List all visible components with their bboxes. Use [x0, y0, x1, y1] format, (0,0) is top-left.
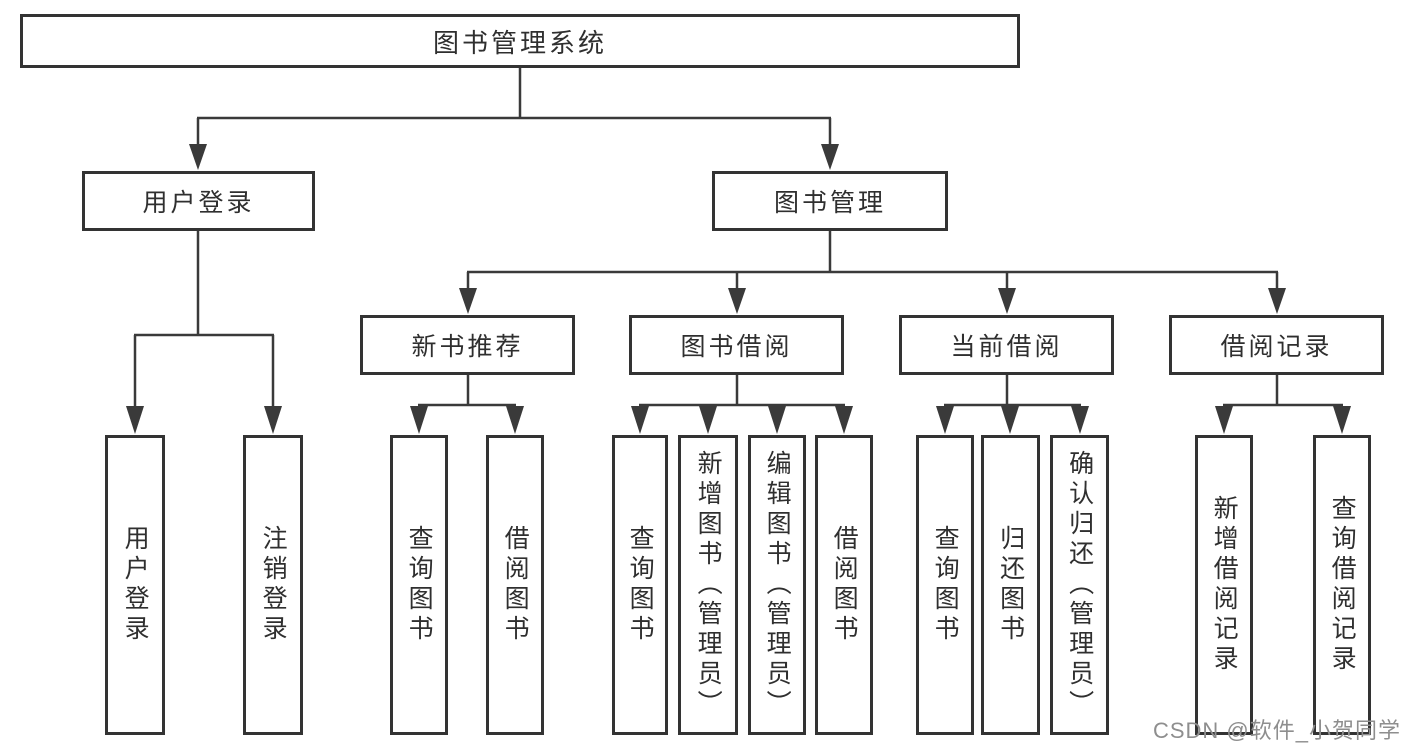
leaf-confirm-return-admin: 确认归还（管理员） — [1050, 435, 1109, 735]
leaf-add-borrow-record-label: 新增借阅记录 — [1210, 495, 1239, 675]
connector-line — [196, 68, 832, 145]
arrow-head — [126, 406, 144, 434]
csdn-watermark: CSDN @软件_小贺同学 — [1152, 718, 1401, 743]
arrow-head — [1333, 406, 1351, 434]
arrow-head — [835, 406, 853, 434]
leaf-query-borrow-record: 查询借阅记录 — [1313, 435, 1371, 735]
leaf-user-login: 用户登录 — [105, 435, 165, 735]
arrow-head — [768, 406, 786, 434]
arrow-head — [506, 406, 524, 434]
leaf-current-query-book: 查询图书 — [916, 435, 974, 735]
node-borrow-record-label: 借阅记录 — [1220, 333, 1333, 361]
arrow-head — [998, 288, 1016, 314]
leaf-borrow-query-book: 查询图书 — [612, 435, 668, 735]
arrow-head — [189, 144, 207, 170]
arrow-head — [699, 406, 717, 434]
arrow-head — [728, 288, 746, 314]
connector-line — [466, 231, 1279, 289]
node-root: 图书管理系统 — [20, 14, 1020, 68]
leaf-recommend-query-book-label: 查询图书 — [405, 525, 434, 645]
connector-line — [639, 375, 845, 407]
leaf-edit-book-admin-label: 编辑图书（管理员） — [763, 450, 792, 720]
arrow-head — [1268, 288, 1286, 314]
arrow-head — [821, 144, 839, 170]
node-book-management-label: 图书管理 — [773, 189, 886, 217]
leaf-add-book-admin: 新增图书（管理员） — [678, 435, 738, 735]
node-new-book-recommend: 新书推荐 — [360, 315, 575, 375]
leaf-return-book: 归还图书 — [981, 435, 1040, 735]
leaf-recommend-borrow-book: 借阅图书 — [486, 435, 544, 735]
connector-line — [418, 375, 516, 407]
leaf-return-book-label: 归还图书 — [996, 525, 1025, 645]
leaf-borrow-book: 借阅图书 — [815, 435, 873, 735]
leaf-logout-label: 注销登录 — [259, 525, 288, 645]
arrow-head — [1215, 406, 1233, 434]
arrow-head — [1001, 406, 1019, 434]
node-root-label: 图书管理系统 — [432, 27, 607, 58]
arrow-head — [631, 406, 649, 434]
node-current-borrow-label: 当前借阅 — [950, 333, 1063, 361]
leaf-query-borrow-record-label: 查询借阅记录 — [1328, 495, 1357, 675]
leaf-edit-book-admin: 编辑图书（管理员） — [748, 435, 806, 735]
node-borrow-record: 借阅记录 — [1169, 315, 1384, 375]
leaf-borrow-book-label: 借阅图书 — [830, 525, 859, 645]
leaf-user-login-label: 用户登录 — [121, 525, 150, 645]
leaf-add-book-admin-label: 新增图书（管理员） — [694, 450, 723, 720]
node-user-login-label: 用户登录 — [142, 189, 255, 217]
leaf-recommend-query-book: 查询图书 — [390, 435, 448, 735]
arrow-head — [936, 406, 954, 434]
node-user-login: 用户登录 — [82, 171, 315, 231]
node-book-borrow-label: 图书借阅 — [680, 333, 793, 361]
leaf-current-query-book-label: 查询图书 — [931, 525, 960, 645]
node-new-book-recommend-label: 新书推荐 — [411, 333, 524, 361]
connector-line — [133, 231, 275, 407]
arrow-head — [264, 406, 282, 434]
leaf-borrow-query-book-label: 查询图书 — [626, 525, 655, 645]
leaf-recommend-borrow-book-label: 借阅图书 — [501, 525, 530, 645]
leaf-logout: 注销登录 — [243, 435, 303, 735]
arrow-head — [410, 406, 428, 434]
arrow-head — [459, 288, 477, 314]
connector-line — [1223, 375, 1343, 407]
arrowheads — [126, 144, 1351, 434]
node-current-borrow: 当前借阅 — [899, 315, 1114, 375]
leaf-confirm-return-admin-label: 确认归还（管理员） — [1065, 450, 1094, 720]
node-book-management: 图书管理 — [712, 171, 948, 231]
node-book-borrow: 图书借阅 — [629, 315, 844, 375]
connector-strokes — [133, 68, 1343, 407]
leaf-add-borrow-record: 新增借阅记录 — [1195, 435, 1253, 735]
connector-line — [944, 375, 1081, 407]
arrow-head — [1071, 406, 1089, 434]
